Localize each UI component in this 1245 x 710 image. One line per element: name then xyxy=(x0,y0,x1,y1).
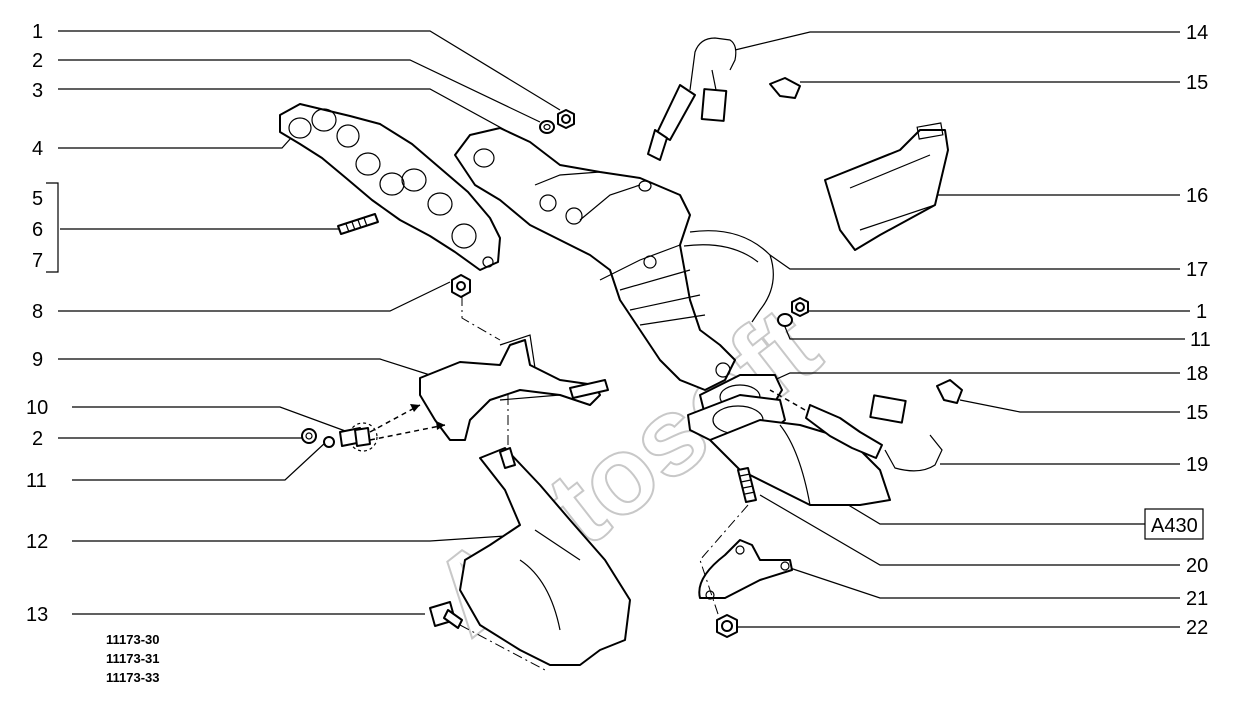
part-code: 11173-33 xyxy=(106,670,160,685)
left-leader-lines xyxy=(58,30,561,615)
mounting-bracket xyxy=(369,334,609,441)
stud-lower xyxy=(737,467,757,503)
callout-label: 5 xyxy=(32,188,43,210)
callout-label: 6 xyxy=(32,219,43,241)
callout-label: 11 xyxy=(26,470,47,492)
exhaust-manifold xyxy=(454,127,736,391)
nut-bracket xyxy=(451,274,471,298)
bolt-lower xyxy=(429,601,463,629)
callout-label: 1 xyxy=(32,21,43,43)
callout-label: 21 xyxy=(1186,588,1208,610)
bolt-washers-left xyxy=(301,422,378,452)
part-codes: 11173-30 11173-31 11173-33 xyxy=(106,632,160,685)
nut-washer-top xyxy=(539,109,575,134)
callout-label: 15 xyxy=(1186,402,1208,424)
oxygen-sensor-upper xyxy=(647,37,737,161)
oxygen-sensor-lower xyxy=(769,389,943,472)
callout-label: 13 xyxy=(26,604,48,626)
callout-label: 20 xyxy=(1186,555,1208,577)
group-bracket xyxy=(46,182,59,273)
heat-shield-upper xyxy=(824,122,949,251)
right-callouts: 14 15 16 17 1 11 18 15 19 A430 20 21 22 xyxy=(1144,22,1211,639)
clip-upper xyxy=(769,77,801,99)
callout-label: 2 xyxy=(32,50,43,72)
callout-label: 16 xyxy=(1186,185,1208,207)
callout-label: 2 xyxy=(32,428,43,450)
callout-label: 14 xyxy=(1186,22,1208,44)
callout-label: 7 xyxy=(32,250,43,272)
callout-label: 22 xyxy=(1186,617,1208,639)
clamp xyxy=(683,230,774,323)
left-callouts: 1 2 3 4 5 6 7 8 9 10 2 11 12 13 xyxy=(26,21,48,626)
callout-label: 19 xyxy=(1186,454,1208,476)
callout-label: 11 xyxy=(1190,329,1211,351)
manifold-gasket xyxy=(279,103,501,271)
bracket-lower xyxy=(698,539,793,600)
callout-label: 17 xyxy=(1186,259,1208,281)
assembly-dash-lines xyxy=(459,296,749,671)
stud xyxy=(337,213,379,235)
right-leader-lines xyxy=(734,31,1190,628)
clip-lower xyxy=(936,379,963,404)
callout-label: 12 xyxy=(26,531,48,553)
part-code: 11173-31 xyxy=(106,651,160,666)
callout-label: 8 xyxy=(32,301,43,323)
callout-label: 18 xyxy=(1186,363,1208,385)
callout-label: 1 xyxy=(1196,301,1207,323)
callout-label: 15 xyxy=(1186,72,1208,94)
reference-label: A430 xyxy=(1151,515,1198,537)
callout-label: 4 xyxy=(32,138,43,160)
heat-shield-lower xyxy=(459,447,631,666)
callout-label: 9 xyxy=(32,349,43,371)
callout-label: 3 xyxy=(32,80,43,102)
nut-washer-right xyxy=(777,297,809,327)
nut-lower xyxy=(716,614,738,638)
part-code: 11173-30 xyxy=(106,632,160,647)
callout-label: 10 xyxy=(26,397,48,419)
